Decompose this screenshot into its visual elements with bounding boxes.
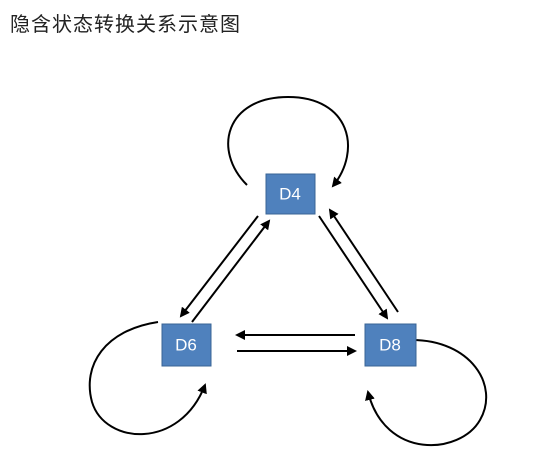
node-d6: D6: [161, 323, 212, 367]
node-d4: D4: [265, 173, 316, 215]
edge-d6-d4: [191, 219, 271, 323]
edge-d8-d4: [328, 208, 399, 313]
self-loop-d8: [365, 339, 488, 447]
node-d8-label: D8: [379, 336, 401, 355]
self-loop-d4: [227, 95, 349, 188]
node-d8: D8: [364, 323, 417, 367]
edge-d4-d8: [318, 215, 389, 320]
node-d4-label: D4: [279, 185, 301, 204]
edge-d4-d6: [179, 215, 259, 318]
node-d6-label: D6: [175, 336, 197, 355]
diagram-title: 隐含状态转换关系示意图: [10, 12, 241, 36]
self-loop-d6: [88, 321, 207, 435]
